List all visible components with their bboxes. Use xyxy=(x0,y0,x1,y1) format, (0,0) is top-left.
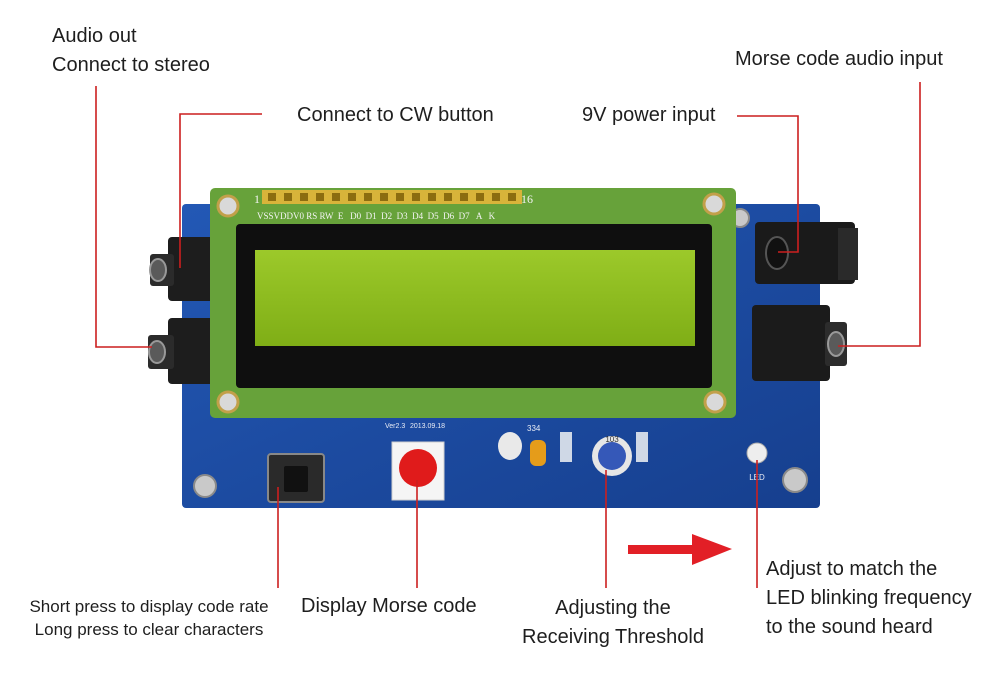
cw-button-label: Connect to CW button xyxy=(297,104,494,126)
adjust-led-label: Adjust to match the LED blinking frequen… xyxy=(766,558,972,638)
board-date: 2013.09.18 xyxy=(410,423,445,430)
morse-input-label: Morse code audio input xyxy=(735,48,943,70)
mount-hole xyxy=(193,474,217,498)
mount-hole xyxy=(782,467,808,493)
lcd-mount-hole xyxy=(216,390,240,414)
audio-input-jack xyxy=(752,305,847,381)
lcd-mount-hole xyxy=(703,390,727,414)
lcd-mount-hole xyxy=(216,194,240,218)
threshold-label: Adjusting the Receiving Threshold xyxy=(522,597,704,648)
cw-button-jack xyxy=(148,318,214,384)
power-input-label: 9V power input xyxy=(582,104,716,126)
audio-out-jack xyxy=(149,237,214,301)
audio-out-label: Audio out Connect to stereo xyxy=(52,25,210,76)
cw-push-button xyxy=(391,441,445,501)
lcd-header xyxy=(262,190,522,204)
pot-code: 103 xyxy=(605,435,619,444)
pin-names: VSSVDDV0 RS RW E D0 D1 D2 D3 D4 D5 D6 D7… xyxy=(257,211,496,221)
direction-arrow xyxy=(628,534,732,565)
board-version: Ver2.3 xyxy=(385,423,405,430)
pin-start-label: 1 xyxy=(254,192,260,206)
lcd-header-pins xyxy=(268,193,516,201)
lcd-screen xyxy=(255,250,695,346)
cap-code: 334 xyxy=(527,424,541,433)
components-cluster: 334 103 xyxy=(498,424,648,476)
tactile-switch xyxy=(267,453,325,503)
short-press-label: Short press to display code rate Long pr… xyxy=(29,597,269,639)
leader-lines xyxy=(95,82,921,588)
pin-end-label: 16 xyxy=(521,192,533,206)
power-jack xyxy=(755,222,858,284)
lcd-mount-hole xyxy=(702,192,726,216)
display-morse-label: Display Morse code xyxy=(301,595,477,617)
